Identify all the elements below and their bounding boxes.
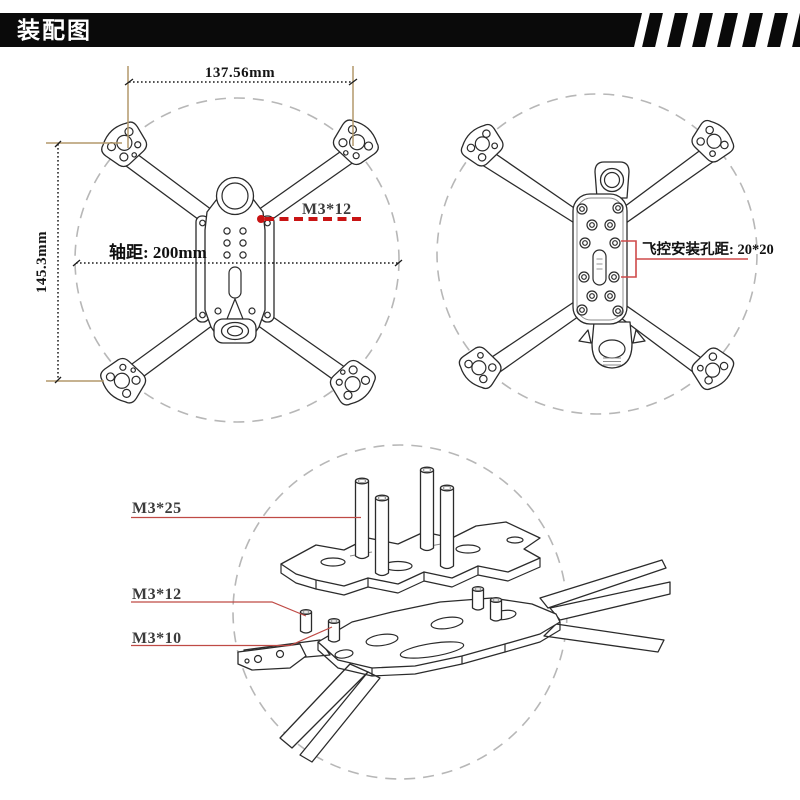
hardware-detail-diagram: M3*25 M3*12 M3*10 (131, 444, 671, 780)
dimension-height: 145.3mm (34, 140, 122, 384)
fc-mount-label: 飞控安装孔距: 20*20 (642, 240, 774, 258)
screws-m3x12-m3x10 (299, 585, 503, 643)
prop-guard-circle (74, 97, 400, 423)
callout-dot (257, 215, 265, 223)
screw-callout-label: M3*12 (302, 201, 352, 218)
hazard-stripe (742, 13, 763, 47)
top-plate-drawing (280, 521, 541, 596)
plate-screw-holes (576, 202, 624, 317)
callout-label-m3x12: M3*12 (132, 586, 182, 603)
standoffs-m3x25 (354, 466, 455, 577)
bottom-plate-drawing (237, 559, 671, 763)
frame-top-view-drawing (94, 113, 385, 412)
dimension-width: 137.56mm (124, 65, 358, 148)
callout-label-m3x10: M3*10 (132, 630, 182, 647)
hazard-stripe (692, 13, 713, 47)
prop-guard-circle (436, 93, 758, 415)
wheelbase-dimension: 轴距: 200mm (72, 242, 403, 267)
detail-callouts: M3*25 M3*12 M3*10 (131, 500, 361, 647)
hazard-stripe (767, 13, 788, 47)
hazard-stripe (642, 13, 663, 47)
antenna-mount (591, 321, 633, 369)
page-title: 装配图 (17, 17, 92, 43)
hazard-stripe (667, 13, 688, 47)
screw-callout-m3x12-top: M3*12 (257, 201, 366, 223)
leader-line-m3x12 (131, 601, 307, 617)
top-view-diagram: 137.56mm 145.3mm 轴距: 200mm M3*12 (34, 65, 403, 423)
frame-bottom-view-drawing (453, 114, 740, 396)
fc-mount-callout: 飞控安装孔距: 20*20 (621, 240, 774, 278)
wheelbase-label: 轴距: 200mm (109, 242, 207, 262)
hazard-stripe (792, 13, 800, 47)
dim-width-label: 137.56mm (205, 65, 275, 81)
body-screw-holes (223, 227, 247, 259)
leader-line-m3x10 (131, 626, 333, 647)
header-banner: 装配图 (0, 13, 642, 47)
hazard-stripe (717, 13, 738, 47)
callout-label-m3x25: M3*25 (132, 500, 182, 517)
dim-height-label: 145.3mm (34, 231, 50, 293)
bottom-view-diagram: 飞控安装孔距: 20*20 (436, 93, 774, 415)
